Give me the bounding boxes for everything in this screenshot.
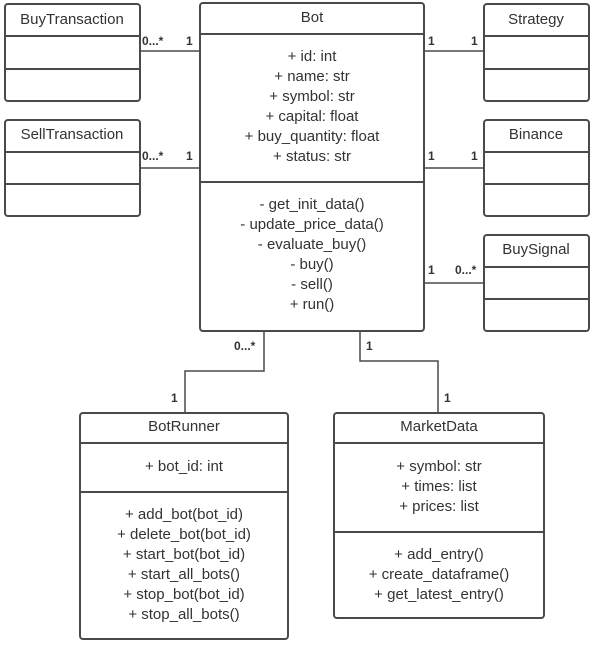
multiplicity-label: 1 — [444, 391, 451, 405]
multiplicity-label: 0...* — [234, 339, 256, 353]
method: + stop_all_bots() — [128, 606, 239, 623]
multiplicity-label: 0...* — [142, 34, 164, 48]
method: + add_entry() — [394, 546, 484, 563]
attribute-list: + id: int + name: str + symbol: str + ca… — [245, 48, 381, 165]
class-botrunner[interactable]: BotRunner + bot_id: int + add_bot(bot_id… — [79, 412, 289, 640]
class-name: SellTransaction — [21, 126, 124, 143]
class-buytransaction[interactable]: BuyTransaction — [4, 3, 141, 102]
method: + add_bot(bot_id) — [125, 506, 243, 523]
multiplicity-label: 1 — [186, 149, 193, 163]
multiplicity-label: 1 — [471, 34, 478, 48]
method-list: + add_entry() + create_dataframe() + get… — [369, 546, 510, 603]
attribute: + symbol: str — [396, 458, 481, 475]
method: + stop_bot(bot_id) — [123, 586, 244, 603]
class-strategy[interactable]: Strategy — [483, 3, 590, 102]
attribute: + id: int — [288, 48, 338, 65]
attribute: + name: str — [274, 68, 349, 85]
class-name: BotRunner — [148, 418, 220, 435]
class-selltransaction[interactable]: SellTransaction — [4, 119, 141, 217]
method-list: + add_bot(bot_id) + delete_bot(bot_id) +… — [117, 506, 251, 623]
class-binance[interactable]: Binance — [483, 119, 590, 217]
class-name: Strategy — [508, 11, 564, 28]
attribute: + status: str — [273, 148, 351, 165]
association-line-botrunner — [184, 331, 265, 413]
multiplicity-label: 1 — [186, 34, 193, 48]
method: + start_all_bots() — [128, 566, 240, 583]
class-buysignal[interactable]: BuySignal — [483, 234, 590, 332]
multiplicity-label: 1 — [171, 391, 178, 405]
class-name: BuyTransaction — [20, 11, 124, 28]
multiplicity-label: 1 — [428, 149, 435, 163]
method: - sell() — [291, 276, 333, 293]
multiplicity-label: 0...* — [455, 263, 477, 277]
association-line-marketdata — [359, 331, 439, 413]
method: + get_latest_entry() — [374, 586, 504, 603]
attribute: + prices: list — [399, 498, 479, 515]
attribute: + times: list — [401, 478, 477, 495]
multiplicity-label: 0...* — [142, 149, 164, 163]
multiplicity-label: 1 — [366, 339, 373, 353]
method: - evaluate_buy() — [258, 236, 366, 253]
method: - get_init_data() — [259, 196, 364, 213]
method: - update_price_data() — [240, 216, 383, 233]
method: + delete_bot(bot_id) — [117, 526, 251, 543]
attribute-list: + symbol: str + times: list + prices: li… — [396, 458, 481, 515]
method: + run() — [290, 296, 335, 313]
method-list: - get_init_data() - update_price_data() … — [240, 196, 383, 313]
class-name: MarketData — [400, 418, 478, 435]
multiplicity-label: 1 — [428, 34, 435, 48]
class-bot[interactable]: Bot + id: int + name: str + symbol: str … — [199, 2, 425, 332]
attribute-list: + bot_id: int — [145, 458, 224, 475]
class-name: Bot — [301, 9, 324, 26]
attribute: + symbol: str — [269, 88, 354, 105]
class-name: BuySignal — [502, 241, 570, 258]
attribute: + capital: float — [266, 108, 360, 125]
method: + create_dataframe() — [369, 566, 510, 583]
method: + start_bot(bot_id) — [123, 546, 245, 563]
method: - buy() — [290, 256, 333, 273]
class-marketdata[interactable]: MarketData + symbol: str + times: list +… — [333, 412, 545, 619]
attribute: + buy_quantity: float — [245, 128, 381, 145]
class-name: Binance — [509, 126, 563, 143]
multiplicity-label: 1 — [428, 263, 435, 277]
multiplicity-label: 1 — [471, 149, 478, 163]
attribute: + bot_id: int — [145, 458, 224, 475]
